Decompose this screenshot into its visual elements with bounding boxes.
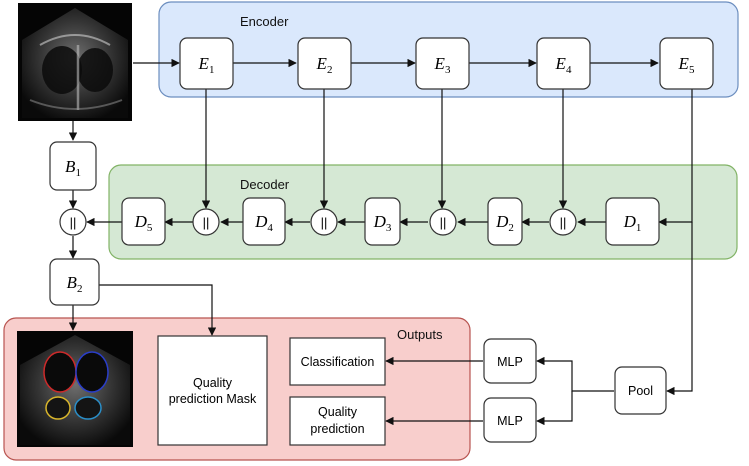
pool-block: Pool [614,366,667,415]
svg-text:||: || [70,215,77,230]
outputs-title: Outputs [397,327,443,342]
decoder-block-1: D1 [605,197,660,246]
concat-node-branch: || [59,208,87,236]
svg-text:Quality: Quality [193,376,233,390]
encoder-title: Encoder [240,14,289,29]
svg-text:||: || [203,215,210,230]
connectors [68,58,693,426]
quality-prediction-mask-box: Quality prediction Mask [157,335,268,446]
concat-node-1: || [192,208,220,236]
encoder-block-2: E2 [297,37,352,90]
svg-text:D4: D4 [254,212,273,234]
decoder-block-4: D4 [242,197,286,246]
svg-text:Classification: Classification [301,355,375,369]
quality-prediction-box: Quality prediction [289,396,386,446]
decoder-title: Decoder [240,177,290,192]
decoder-block-5: D5 [121,197,166,246]
decoder-block-3: D3 [364,197,401,246]
svg-text:D5: D5 [134,212,153,234]
svg-text:prediction: prediction [310,422,364,436]
svg-text:E5: E5 [678,54,695,76]
branch-block-2: B2 [49,258,100,306]
input-ultrasound-image [18,3,132,121]
svg-text:E4: E4 [555,54,572,76]
branch-block-1: B1 [49,141,97,191]
encoder-block-1: E1 [179,37,234,90]
svg-text:MLP: MLP [497,414,523,428]
svg-text:B2: B2 [67,273,83,295]
svg-text:||: || [440,215,447,230]
svg-text:Pool: Pool [628,384,653,398]
svg-text:prediction Mask: prediction Mask [169,392,257,406]
svg-text:E2: E2 [316,54,333,76]
decoder-block-2: D2 [487,197,523,246]
concat-node-3: || [429,208,457,236]
encoder-block-3: E3 [415,37,470,90]
encoder-block-4: E4 [536,37,591,90]
classification-box: Classification [289,337,386,386]
svg-text:Quality: Quality [318,405,358,419]
svg-text:D3: D3 [373,212,392,234]
mlp-block-top: MLP [483,338,537,384]
concat-node-2: || [310,208,338,236]
mlp-block-bottom: MLP [483,397,537,443]
svg-text:B1: B1 [65,157,81,179]
encoder-block-5: E5 [659,37,714,90]
output-segmentation-image [17,331,133,447]
svg-text:MLP: MLP [497,355,523,369]
concat-node-4: || [549,208,577,236]
svg-text:||: || [321,215,328,230]
svg-text:||: || [560,215,567,230]
svg-text:D2: D2 [495,212,514,234]
svg-text:D1: D1 [623,212,642,234]
svg-text:E3: E3 [434,54,451,76]
svg-text:E1: E1 [198,54,215,76]
